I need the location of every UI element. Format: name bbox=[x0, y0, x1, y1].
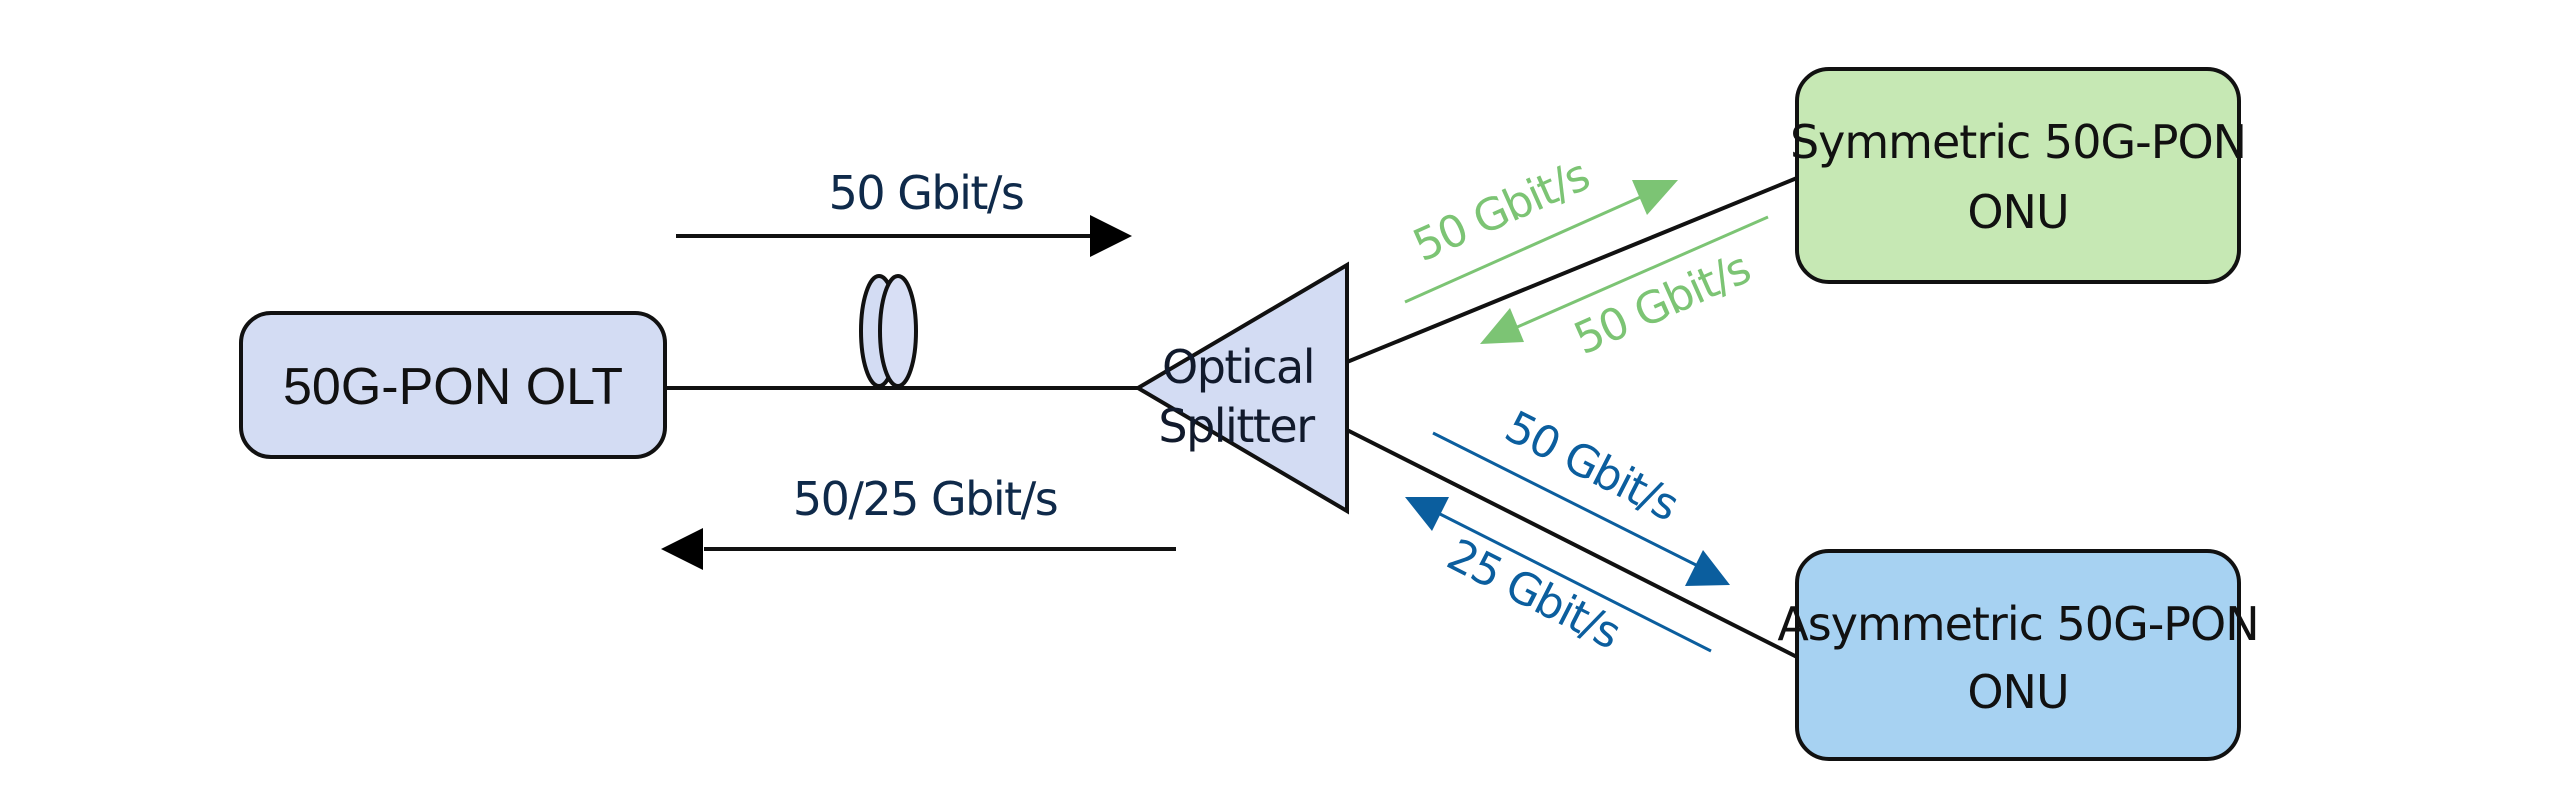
symmetric-downstream-rate: 50 Gbit/s bbox=[1406, 150, 1596, 272]
symmetric-onu-label-line2: ONU bbox=[1967, 185, 2068, 239]
branch-fiber-asymmetric bbox=[1346, 428, 1798, 659]
downstream-trunk-rate: 50 Gbit/s bbox=[829, 166, 1024, 220]
arrowhead-left-icon bbox=[661, 528, 703, 570]
asymmetric-upstream-arrow bbox=[1405, 497, 1712, 653]
upstream-trunk-rate: 50/25 Gbit/s bbox=[793, 472, 1057, 526]
asymmetric-onu-label-line2: ONU bbox=[1967, 665, 2068, 719]
arrowhead-blue-up-left-icon bbox=[1405, 497, 1449, 531]
asymmetric-onu-label-line1: Asymmetric 50G-PON bbox=[1777, 597, 2258, 651]
symmetric-onu-label-line1: Symmetric 50G-PON bbox=[1790, 115, 2246, 169]
asymmetric-onu-box bbox=[1795, 549, 2241, 761]
olt-box bbox=[239, 311, 667, 459]
symmetric-onu-node[interactable]: Symmetric 50G-PON ONU bbox=[1790, 67, 2247, 284]
splitter-triangle bbox=[1134, 261, 1349, 515]
arrowhead-green-up-right-icon bbox=[1632, 180, 1678, 215]
symmetric-onu-box bbox=[1795, 67, 2241, 284]
splitter-label-line2: Splitter bbox=[1158, 399, 1315, 453]
olt-label: 50G-PON OLT bbox=[283, 358, 623, 416]
arrowhead-right-icon bbox=[1090, 215, 1132, 257]
asymmetric-onu-node[interactable]: Asymmetric 50G-PON ONU bbox=[1777, 549, 2260, 761]
symmetric-upstream-arrow bbox=[1480, 215, 1769, 344]
branch-fiber-symmetric bbox=[1346, 176, 1798, 364]
symmetric-downstream-arrow bbox=[1404, 180, 1678, 304]
upstream-trunk-arrow bbox=[661, 528, 1176, 570]
downstream-trunk-arrow bbox=[676, 215, 1132, 257]
splitter-label-line1: Optical bbox=[1162, 340, 1314, 394]
optical-splitter-node[interactable]: Optical Splitter bbox=[1134, 261, 1349, 515]
arrowhead-green-down-left-icon bbox=[1480, 308, 1524, 344]
asymmetric-downstream-arrow bbox=[1432, 431, 1730, 586]
arrowhead-blue-down-right-icon bbox=[1685, 550, 1730, 586]
fiber-spool-icon bbox=[859, 274, 918, 388]
olt-node[interactable]: 50G-PON OLT bbox=[239, 311, 667, 459]
